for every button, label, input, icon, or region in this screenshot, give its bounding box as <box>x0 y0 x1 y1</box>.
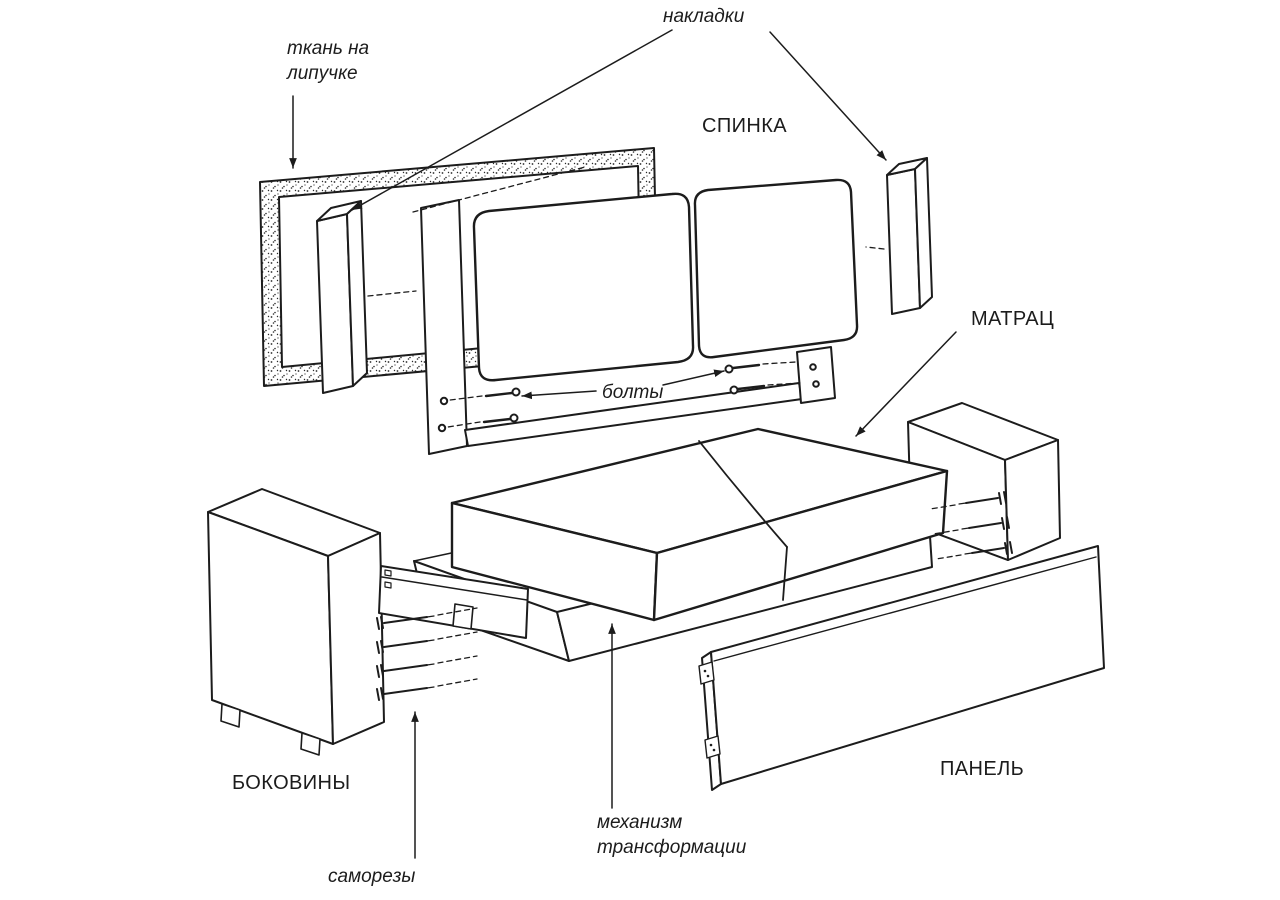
construction-dashed-lines <box>367 166 885 297</box>
label-bokoviny: БОКОВИНЫ <box>232 772 351 794</box>
leader-lines <box>289 29 957 859</box>
overlay-strip-right <box>886 157 933 315</box>
leader-bolty-left <box>521 390 597 400</box>
screws-right <box>929 491 1013 560</box>
bolts <box>447 361 801 428</box>
label-mekhanizm-transformacii: механизм трансформации <box>597 812 747 859</box>
mechanism-plate <box>378 565 529 639</box>
backrest <box>420 178 859 455</box>
leader-bolty-right <box>662 369 725 386</box>
label-spinka: СПИНКА <box>702 115 788 137</box>
label-tkan-na-lipuchke: ткань на липучке <box>287 38 370 85</box>
leader-matrac <box>855 331 957 437</box>
label-samorezy: саморезы <box>328 866 416 887</box>
label-bolty: болты <box>602 382 664 403</box>
mattress <box>450 427 949 622</box>
sidewall-left <box>207 488 385 756</box>
bottom-panel <box>698 545 1105 791</box>
label-matrac: МАТРАЦ <box>971 308 1055 330</box>
leader-nakladki-right <box>769 31 887 161</box>
leader-nakladki-left <box>351 29 673 211</box>
label-panel: ПАНЕЛЬ <box>940 758 1025 780</box>
screws-left <box>376 607 478 701</box>
overlay-strip-left <box>316 200 368 394</box>
label-nakladki: накладки <box>663 6 745 27</box>
